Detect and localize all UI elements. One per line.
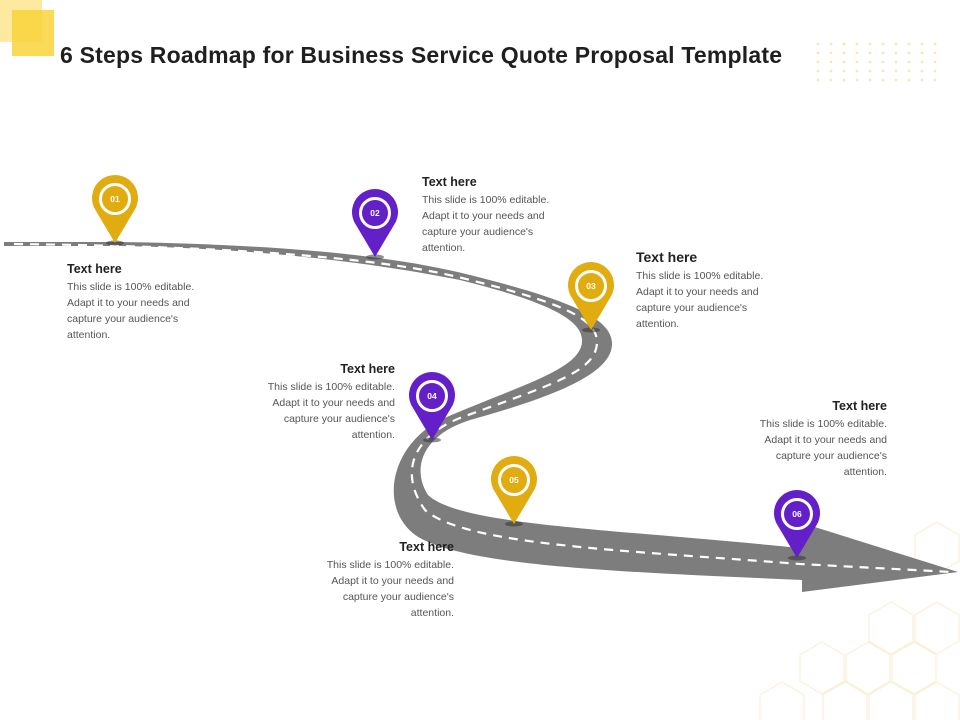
decor-dot xyxy=(868,78,872,82)
decor-dot xyxy=(868,69,872,73)
decor-dot xyxy=(907,78,911,82)
pin-number-06: 06 xyxy=(792,509,802,519)
decor-dot xyxy=(920,69,924,73)
decor-dot xyxy=(855,42,859,46)
decor-dot xyxy=(816,42,820,46)
pin-number-04: 04 xyxy=(427,391,437,401)
step-05-heading: Text here xyxy=(399,540,454,554)
decor-dot xyxy=(907,42,911,46)
decor-dot xyxy=(907,60,911,64)
decor-dot xyxy=(842,51,846,55)
decor-dot xyxy=(868,42,872,46)
decor-dot xyxy=(933,60,937,64)
decor-dot xyxy=(855,51,859,55)
decor-dot xyxy=(894,42,898,46)
decor-dot xyxy=(816,60,820,64)
decor-dot xyxy=(855,69,859,73)
step-03-heading: Text here xyxy=(636,249,698,265)
map-pin-06: 06 xyxy=(774,490,820,561)
decor-dot xyxy=(920,51,924,55)
decor-dot xyxy=(894,69,898,73)
decor-dot xyxy=(829,69,833,73)
decor-dot xyxy=(842,42,846,46)
step-04-body: This slide is 100% editable. Adapt it to… xyxy=(267,381,395,441)
pin-number-05: 05 xyxy=(509,475,519,485)
decor-dot xyxy=(933,78,937,82)
decor-dot xyxy=(842,78,846,82)
decor-dot xyxy=(894,78,898,82)
step-01-heading: Text here xyxy=(67,262,122,276)
decor-dot xyxy=(920,60,924,64)
decor-dot xyxy=(894,51,898,55)
pin-number-01: 01 xyxy=(110,194,120,204)
step-05-text: Text here This slide is 100% editable. A… xyxy=(304,540,454,621)
decor-dot xyxy=(842,60,846,64)
pin-ring xyxy=(498,464,530,496)
decor-dot xyxy=(933,69,937,73)
pin-number-02: 02 xyxy=(370,208,380,218)
decor-dot xyxy=(920,42,924,46)
step-01-body: This slide is 100% editable. Adapt it to… xyxy=(67,281,195,341)
decor-dot xyxy=(829,60,833,64)
step-01-text: Text here This slide is 100% editable. A… xyxy=(67,262,217,343)
map-pin-05: 05 xyxy=(491,456,538,527)
decor-dot xyxy=(881,69,885,73)
decor-dot xyxy=(881,51,885,55)
step-05-body: This slide is 100% editable. Adapt it to… xyxy=(326,559,454,619)
map-pin-02: 02 xyxy=(352,189,398,260)
step-04-heading: Text here xyxy=(340,362,395,376)
step-02-text: Text here This slide is 100% editable. A… xyxy=(422,175,572,256)
step-03-text: Text here This slide is 100% editable. A… xyxy=(636,249,786,332)
decor-dot xyxy=(868,60,872,64)
page-title: 6 Steps Roadmap for Business Service Quo… xyxy=(60,42,783,68)
decor-dot xyxy=(829,42,833,46)
decor-dot xyxy=(816,69,820,73)
map-pin-01: 01 xyxy=(92,175,138,246)
decor-dot xyxy=(881,42,885,46)
pin-ring xyxy=(575,270,607,302)
road-lane-line xyxy=(13,242,953,574)
step-02-heading: Text here xyxy=(422,175,477,189)
decor-dot xyxy=(855,60,859,64)
decor-dot xyxy=(907,69,911,73)
decor-dot xyxy=(842,69,846,73)
decor-dot xyxy=(933,51,937,55)
decor-dot xyxy=(881,78,885,82)
pin-ring xyxy=(781,498,813,530)
step-06-text: Text here This slide is 100% editable. A… xyxy=(737,399,887,480)
pin-number-03: 03 xyxy=(586,281,596,291)
decor-dot xyxy=(855,78,859,82)
corner-decoration-yellow xyxy=(12,10,54,56)
step-06-heading: Text here xyxy=(832,399,887,413)
map-pin-03: 03 xyxy=(568,262,615,333)
decor-dot xyxy=(829,51,833,55)
road xyxy=(4,242,958,592)
decor-dot xyxy=(816,51,820,55)
decor-dot xyxy=(881,60,885,64)
pin-ring xyxy=(99,183,131,215)
decor-dot xyxy=(933,42,937,46)
hexagon-decoration xyxy=(759,521,960,720)
decor-dot xyxy=(894,60,898,64)
step-06-body: This slide is 100% editable. Adapt it to… xyxy=(759,418,887,478)
pin-ring xyxy=(359,197,391,229)
dot-grid-decoration xyxy=(816,42,937,82)
step-04-text: Text here This slide is 100% editable. A… xyxy=(245,362,395,443)
decor-dot xyxy=(907,51,911,55)
step-02-body: This slide is 100% editable. Adapt it to… xyxy=(422,194,550,254)
decor-dot xyxy=(868,51,872,55)
decor-dot xyxy=(816,78,820,82)
map-pin-04: 04 xyxy=(408,372,455,443)
decor-dot xyxy=(920,78,924,82)
pin-ring xyxy=(416,380,448,412)
decor-dot xyxy=(829,78,833,82)
step-03-body: This slide is 100% editable. Adapt it to… xyxy=(636,270,764,330)
